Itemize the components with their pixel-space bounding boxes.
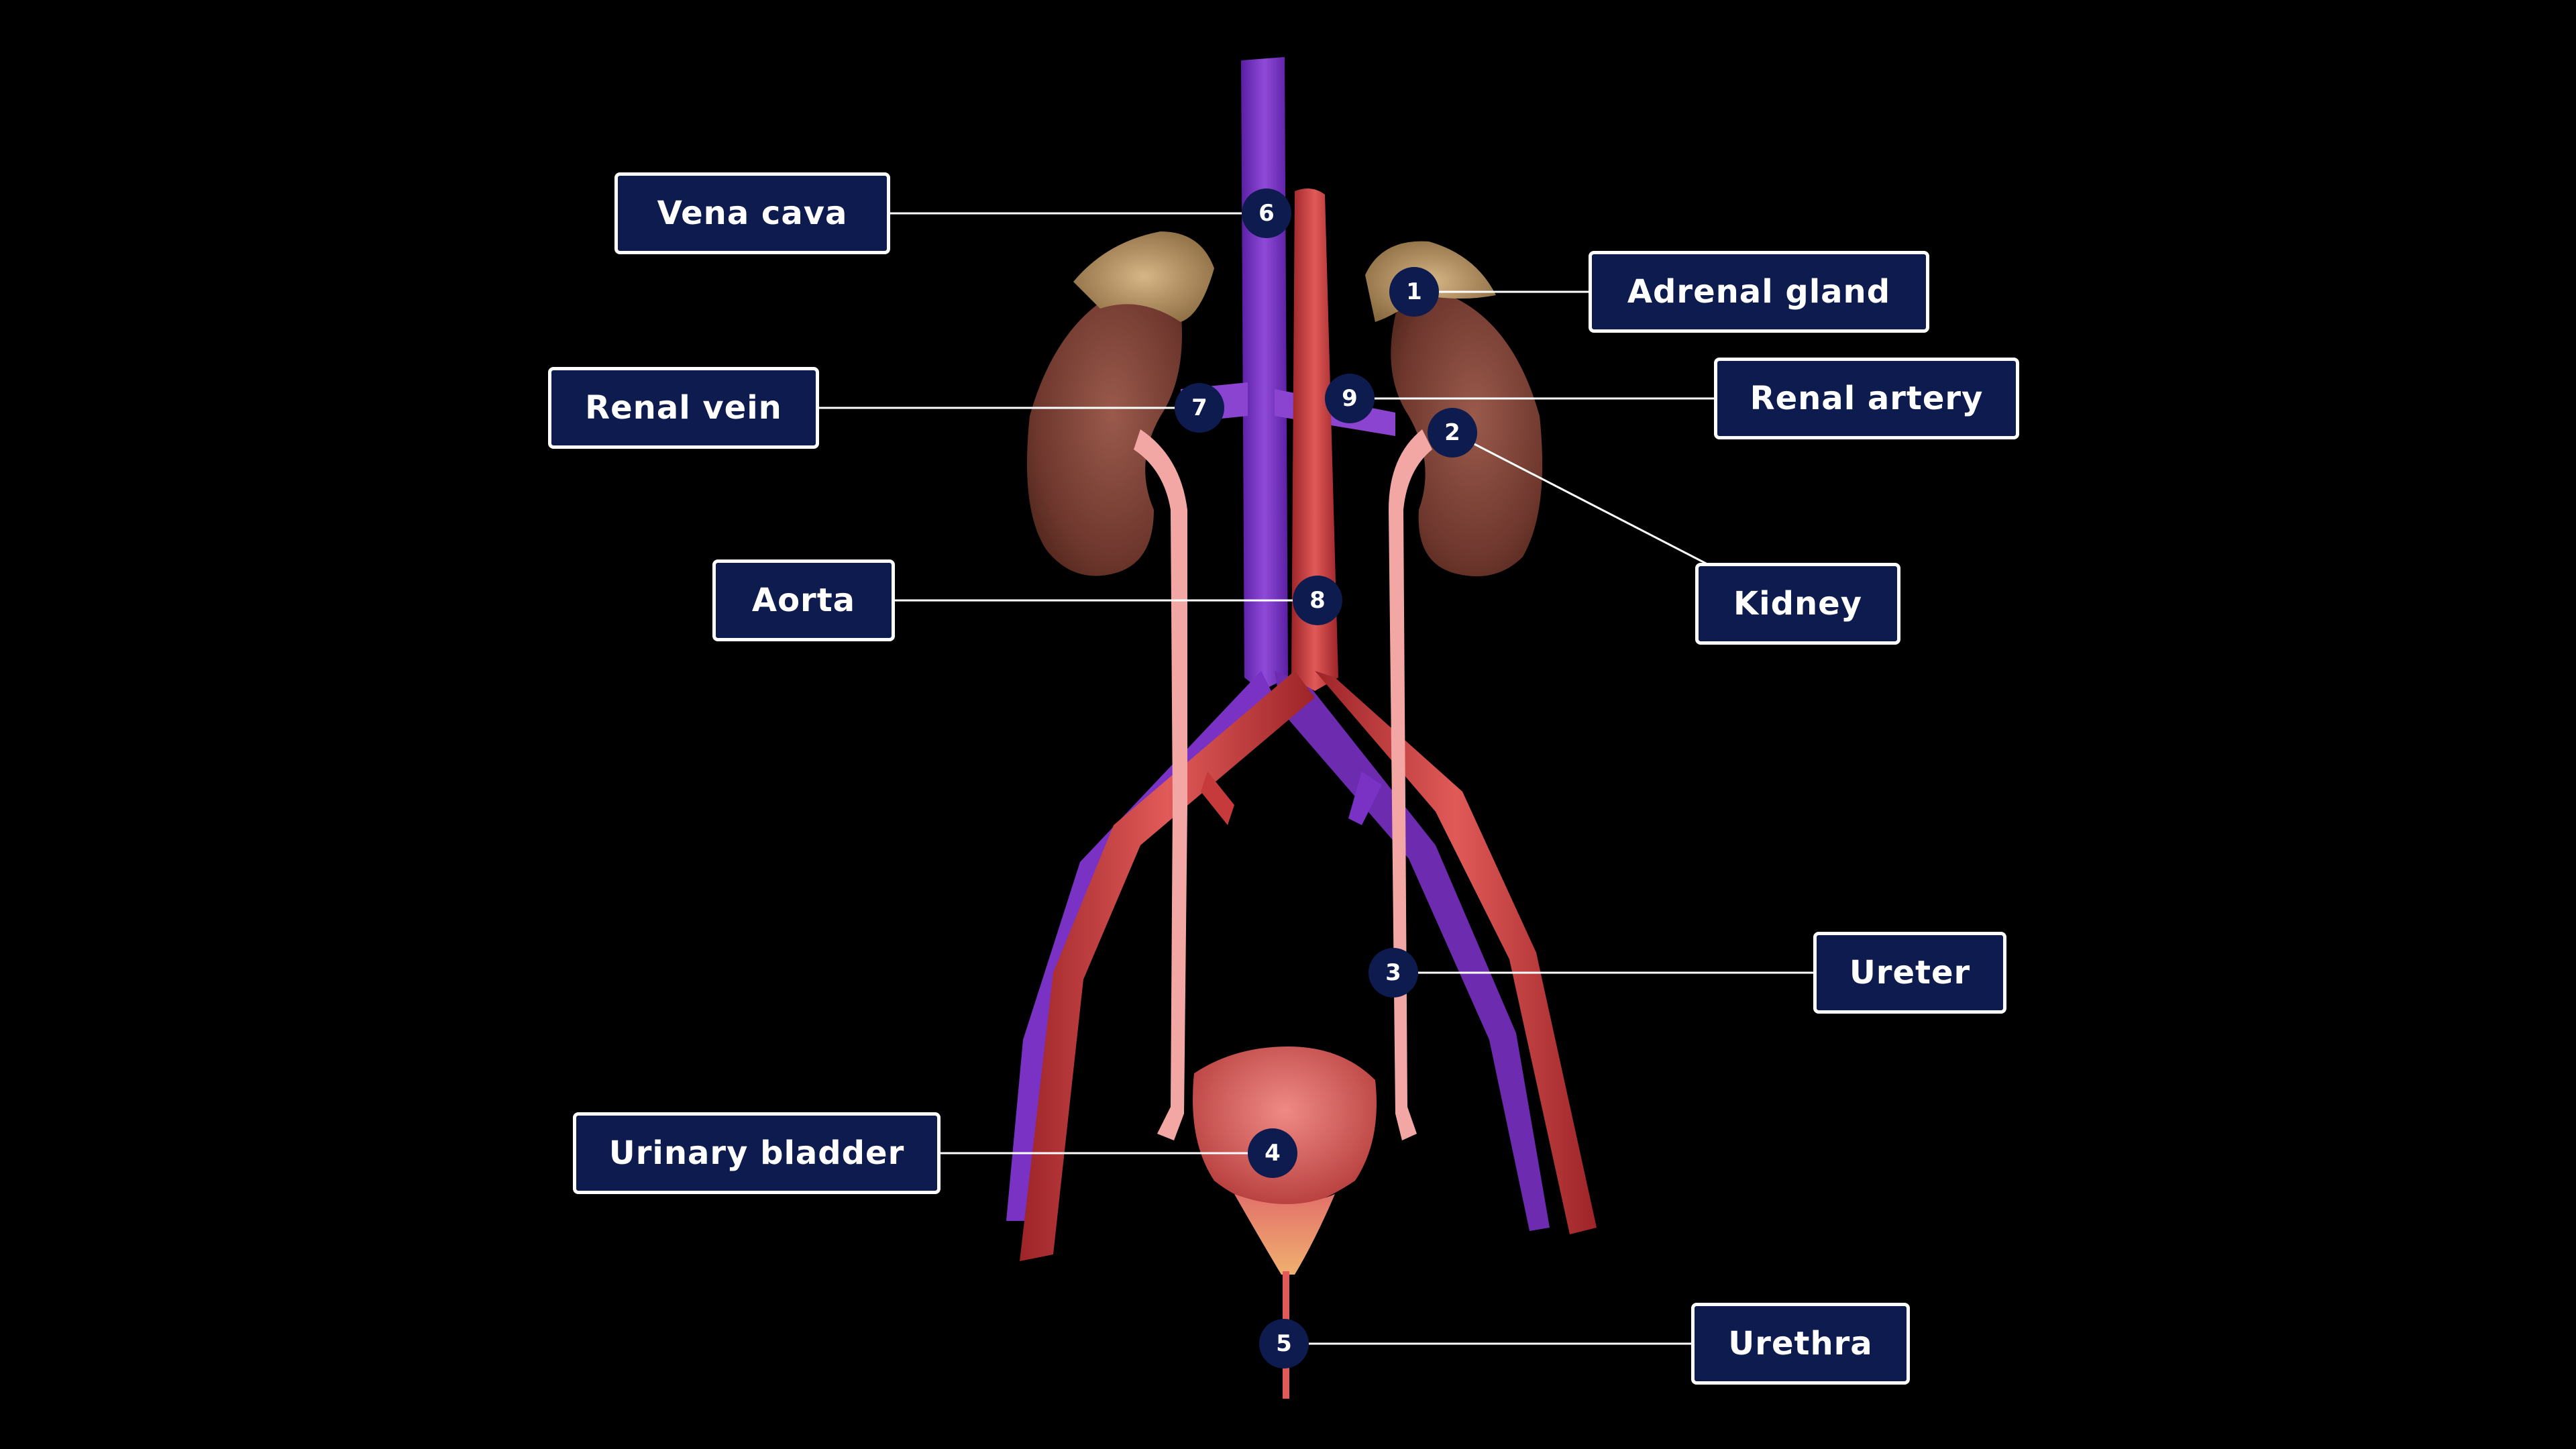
bladder-neck-shape [1234,1194,1335,1275]
left-ureter-shape [1134,429,1187,1140]
leader-lines [819,212,1813,1345]
leader-line-2 [1452,431,1713,568]
label-urinary-bladder: Urinary bladder [573,1112,941,1194]
left-iliac-artery-shape [1020,671,1315,1261]
bladder-shape [1193,1046,1377,1208]
vena-cava-shape [1241,57,1288,691]
marker-1: 1 [1389,267,1439,317]
marker-4: 4 [1248,1128,1297,1178]
marker-5: 5 [1259,1319,1309,1368]
marker-3: 3 [1368,948,1418,998]
label-vena-cava: Vena cava [614,172,890,254]
left-adrenal-shape [1073,231,1214,322]
label-kidney: Kidney [1695,563,1900,645]
right-iliac-vein-shape [1275,671,1550,1231]
right-iliac-artery-shape [1315,671,1597,1234]
marker-7: 7 [1175,383,1224,433]
label-renal-vein: Renal vein [548,367,819,449]
label-ureter: Ureter [1813,932,2006,1014]
label-aorta: Aorta [712,559,895,641]
marker-6: 6 [1242,189,1291,238]
label-adrenal-gland: Adrenal gland [1589,251,1929,333]
aorta-shape [1291,189,1338,691]
label-urethra: Urethra [1691,1303,1910,1385]
label-renal-artery: Renal artery [1714,358,2019,439]
marker-2: 2 [1428,408,1477,458]
left-kidney-shape [1026,280,1182,576]
marker-9: 9 [1325,374,1375,423]
marker-8: 8 [1293,576,1342,625]
